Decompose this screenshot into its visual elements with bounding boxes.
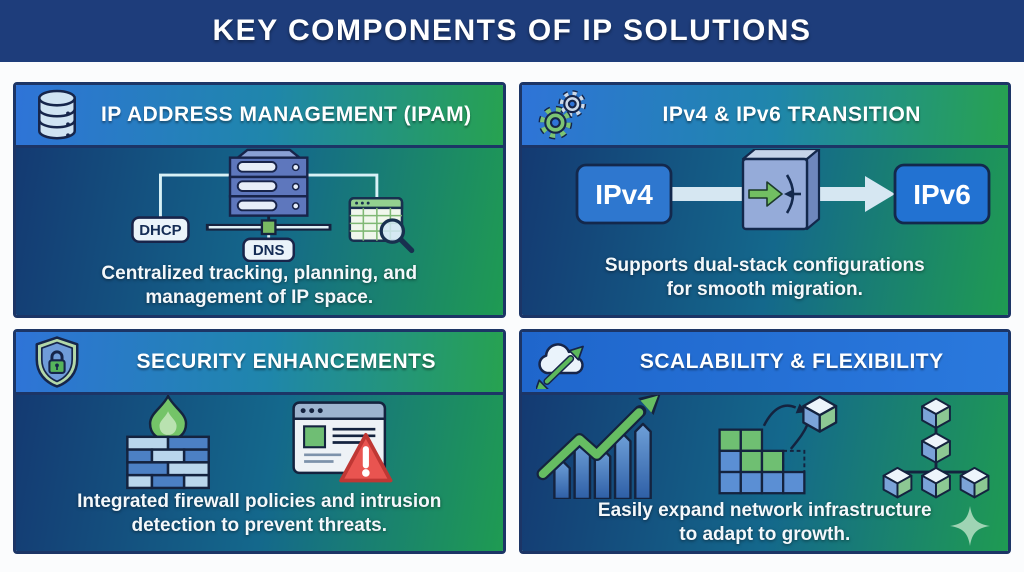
panels-grid: IP ADDRESS MANAGEMENT (IPAM) — [13, 82, 1011, 554]
ipam-illustration: DHCP DNS — [16, 148, 503, 262]
panel-ipam-header: IP ADDRESS MANAGEMENT (IPAM) — [16, 85, 503, 148]
panel-transition-title: IPv4 & IPv6 TRANSITION — [662, 103, 921, 126]
server-icon — [229, 156, 309, 217]
panel-ipam: IP ADDRESS MANAGEMENT (IPAM) — [13, 82, 506, 318]
panel-scalability-caption: Easily expand network infrastructure to … — [597, 500, 932, 546]
panel-scalability-header: SCALABILITY & FLEXIBILITY — [521, 332, 1008, 395]
firewall-flame-icon — [126, 395, 211, 490]
svg-text:DNS: DNS — [253, 242, 285, 259]
panel-scalability-title: SCALABILITY & FLEXIBILITY — [639, 350, 944, 373]
panel-ipam-caption: Centralized tracking, planning, and mana… — [101, 263, 418, 309]
banner: KEY COMPONENTS OF IP SOLUTIONS — [0, 0, 1024, 62]
panel-ipam-title: IP ADDRESS MANAGEMENT (IPAM) — [100, 103, 472, 126]
security-illustration — [16, 395, 503, 490]
cloud-scale-icon — [535, 335, 590, 389]
cube-hierarchy-icon — [882, 397, 990, 499]
scalability-illustration — [522, 395, 1009, 499]
panel-security-header: SECURITY ENHANCEMENTS — [16, 332, 503, 395]
sparkle-icon — [950, 506, 990, 547]
panel-scalability: SCALABILITY & FLEXIBILITY — [518, 329, 1011, 554]
page-title: KEY COMPONENTS OF IP SOLUTIONS — [212, 14, 812, 47]
network-hub-icon — [260, 219, 277, 236]
shield-lock-icon — [30, 335, 84, 389]
dhcp-label: DHCP — [131, 216, 190, 243]
panel-security: SECURITY ENHANCEMENTS — [13, 329, 506, 554]
svg-text:IPv4: IPv4 — [595, 179, 653, 210]
server-network-diagram: DHCP DNS — [131, 148, 415, 262]
svg-text:DHCP: DHCP — [139, 222, 181, 239]
dual-stack-box-icon — [741, 148, 820, 231]
gears-icon — [536, 88, 590, 142]
panel-transition-body: IPv4 — [521, 148, 1009, 315]
panel-security-title: SECURITY ENHANCEMENTS — [136, 350, 436, 373]
dns-label: DNS — [242, 237, 296, 262]
panel-security-caption: Integrated firewall policies and intrusi… — [77, 491, 442, 537]
panel-transition: IPv4 & IPv6 TRANSITION IPv4 — [518, 82, 1011, 318]
panel-ipam-body: DHCP DNS — [16, 148, 503, 315]
growth-chart-icon — [536, 395, 661, 499]
expand-blocks-icon — [718, 395, 838, 495]
transition-illustration: IPv4 — [522, 148, 1009, 254]
panel-transition-caption: Supports dual-stack configurations for s… — [604, 254, 925, 300]
intrusion-alert-icon — [292, 401, 393, 483]
database-icon — [30, 88, 84, 142]
svg-text:IPv6: IPv6 — [913, 179, 971, 210]
ip-table-search-icon — [348, 196, 415, 254]
panel-security-body: Integrated firewall policies and intrusi… — [16, 395, 503, 551]
panel-scalability-body: Easily expand network infrastructure to … — [521, 395, 1009, 551]
ipv4-to-ipv6-diagram: IPv4 — [575, 148, 991, 231]
ipv6-box: IPv6 — [893, 163, 991, 225]
ipv4-box: IPv4 — [575, 163, 673, 225]
panel-transition-header: IPv4 & IPv6 TRANSITION — [521, 85, 1008, 148]
